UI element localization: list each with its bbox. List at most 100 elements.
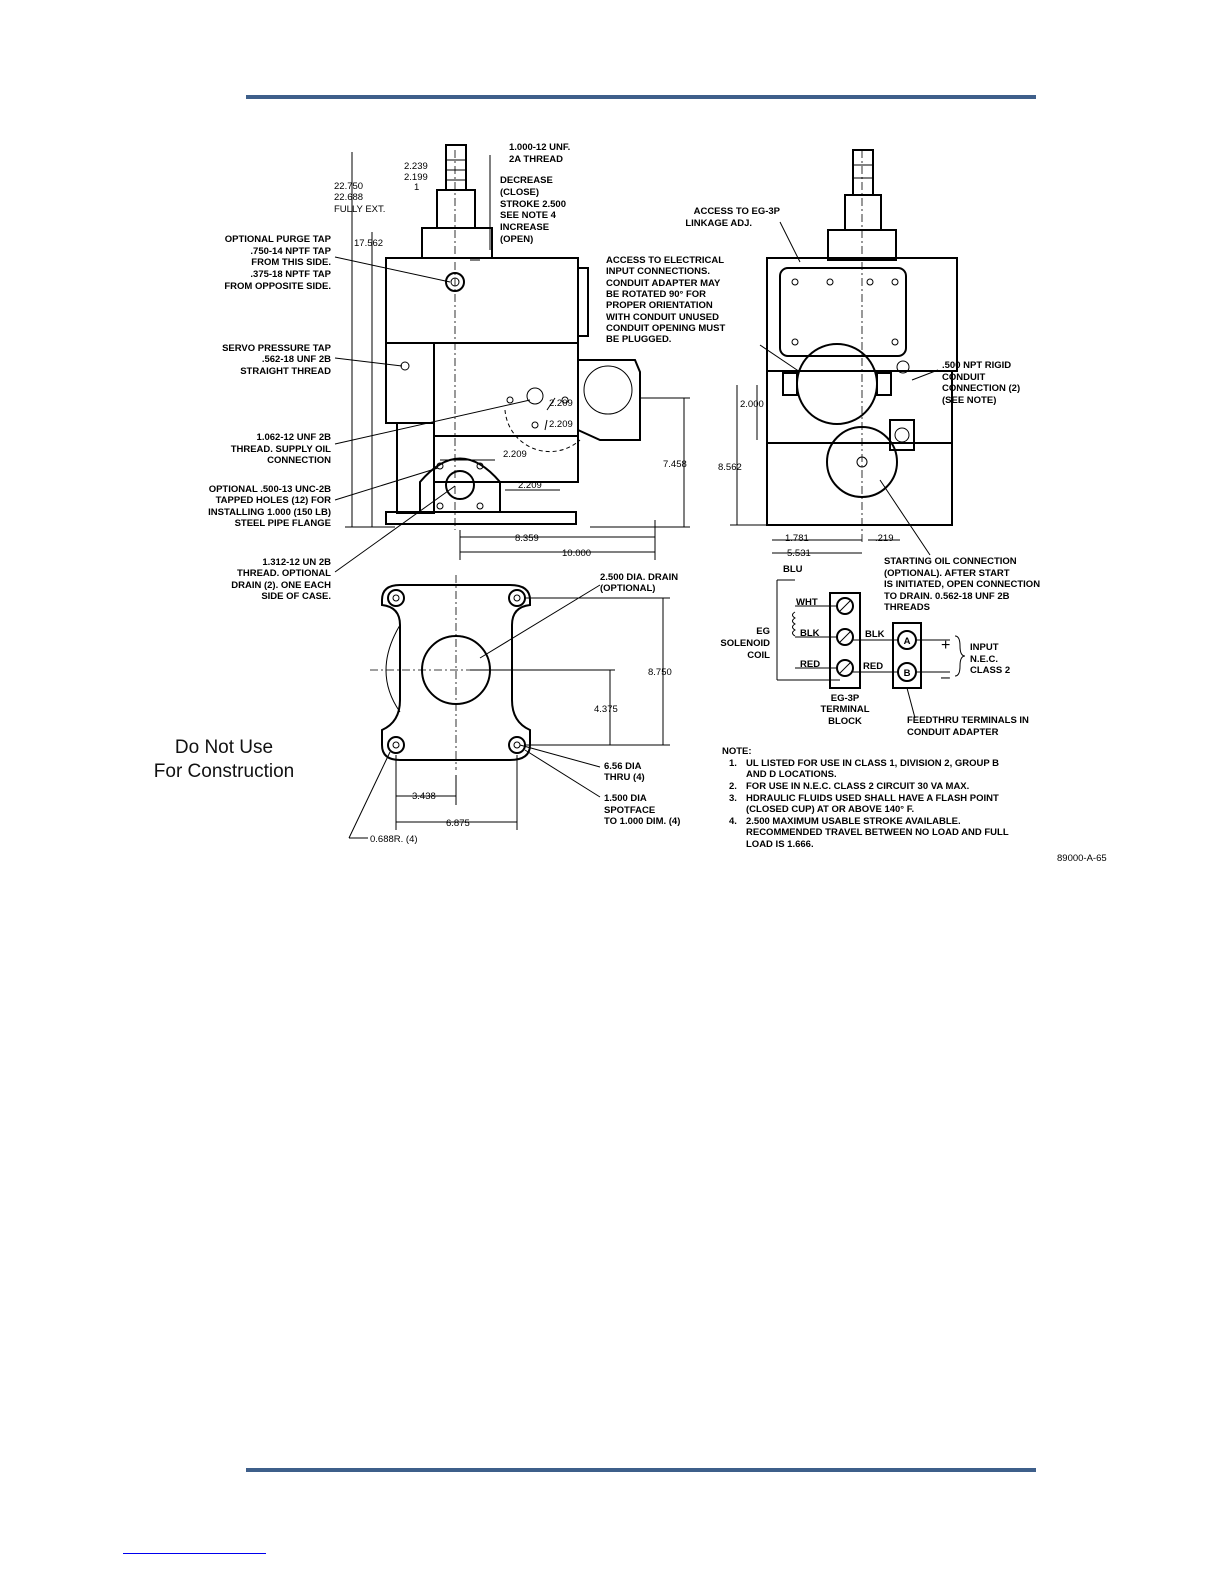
- front-view: [730, 149, 958, 556]
- watermark-line-1: Do Not Use: [175, 737, 273, 758]
- note-1: 1.: [729, 758, 737, 769]
- mount-hole: [387, 736, 405, 754]
- output-shaft: [445, 144, 467, 191]
- callout-electrical: ACCESS TO ELECTRICAL: [606, 255, 724, 266]
- wire-blu: BLU: [783, 564, 803, 575]
- dim-5531: 5.531: [787, 548, 811, 559]
- dim-8562: 8.562: [718, 462, 742, 473]
- callout-top-thread: 1.000-12 UNF.: [509, 142, 570, 153]
- linkage-cover: [779, 267, 907, 357]
- dim-2209-b: 2.209: [549, 419, 573, 430]
- servo-tap: [400, 361, 410, 371]
- flange-boss: [419, 457, 501, 513]
- side-view: [334, 144, 690, 573]
- solenoid-coil: [792, 611, 796, 637]
- svg-text:STARTING OIL CONNECTION(OPTION: STARTING OIL CONNECTION(OPTIONAL). AFTER…: [884, 556, 1040, 613]
- dim-1781: 1.781: [785, 533, 809, 544]
- svg-text:SERVO PRESSURE TAP.562-18 UNF: SERVO PRESSURE TAP.562-18 UNF 2BSTRAIGHT…: [222, 343, 332, 377]
- dim-10000: 10.000: [562, 548, 591, 559]
- top-cover: [421, 227, 493, 259]
- feedthru-label: FEEDTHRU TERMINALS IN: [907, 715, 1029, 726]
- callout-holes: 6.56 DIA: [604, 761, 642, 772]
- supply-oil-boss: [577, 359, 641, 441]
- dim-6875: 6.875: [446, 818, 470, 829]
- wire-red-out: RED: [863, 661, 883, 672]
- base-view: [348, 575, 670, 839]
- footer-rule: [246, 1468, 1036, 1472]
- coil-label: EG: [756, 626, 770, 637]
- callout-starting-oil: STARTING OIL CONNECTION: [884, 556, 1017, 567]
- notes-block: NOTE: 1.UL LISTED FOR USE IN CLASS 1, DI…: [722, 746, 1107, 864]
- dim-3438: 3.438: [412, 791, 436, 802]
- dim-2209-c: 2.209: [503, 449, 527, 460]
- dim-8750: 8.750: [648, 667, 672, 678]
- terminal-block-label: EG-3P: [831, 693, 860, 704]
- callout-drain: 2.500 DIA. DRAIN: [600, 572, 678, 583]
- input-label: INPUT: [970, 642, 999, 653]
- note-3: 3.: [729, 793, 737, 804]
- callout-tapped-holes: OPTIONAL .500-13 UNC-2B: [209, 484, 331, 495]
- dim-7458: 7.458: [663, 459, 687, 470]
- callout-linkage: ACCESS TO EG-3P: [694, 206, 781, 217]
- callout-spotface: 1.500 DIA: [604, 793, 647, 804]
- dim-4375: 4.375: [594, 704, 618, 715]
- dim-fully-ext: FULLY EXT.: [334, 204, 385, 215]
- dim-2239: 2.239: [404, 161, 428, 172]
- base-plate: [381, 584, 531, 761]
- dim-219: .219: [875, 533, 894, 544]
- callout-purge-tap: OPTIONAL PURGE TAP: [225, 234, 332, 245]
- watermark-line-2: For Construction: [154, 761, 294, 782]
- drain-port: [445, 470, 475, 500]
- svg-text:1.UL LISTED FOR USE IN CLASS 1: 1.UL LISTED FOR USE IN CLASS 1, DIVISION…: [729, 758, 999, 780]
- dim-22750: 22.750: [334, 181, 363, 192]
- dim-2209-a: 2.209: [549, 398, 573, 409]
- wire-wht: WHT: [796, 597, 818, 608]
- figure-id: 89000-A-65: [1057, 853, 1107, 864]
- dim-2209-d: 2.209: [518, 480, 542, 491]
- svg-text:2.FOR USE IN N.E.C. CLASS 2 CI: 2.FOR USE IN N.E.C. CLASS 2 CIRCUIT 30 V…: [729, 781, 969, 792]
- callout-servo-tap: SERVO PRESSURE TAP: [222, 343, 332, 354]
- dim-8359: 8.359: [515, 533, 539, 544]
- wire-blk-in: BLK: [800, 628, 820, 639]
- wire-red-in: RED: [800, 659, 820, 670]
- note-2: 2.: [729, 781, 737, 792]
- wire-blk-out: BLK: [865, 629, 885, 640]
- minus-sign: –: [941, 669, 950, 686]
- mount-hole: [508, 589, 526, 607]
- svg-text:1.000-12 UNF.2A THREAD: 1.000-12 UNF.2A THREAD: [509, 142, 570, 165]
- dim-22688: 22.688: [334, 192, 363, 203]
- side-view-labels: 1.000-12 UNF.2A THREAD DECREASE(CLOSE)ST…: [208, 142, 687, 602]
- callout-conduit: .500 NPT RIGID: [942, 360, 1011, 371]
- svg-text:3.HDRAULIC FLUIDS USED SHALL H: 3.HDRAULIC FLUIDS USED SHALL HAVE A FLAS…: [729, 793, 999, 815]
- callout-direction: DECREASE: [500, 175, 553, 186]
- dim-2000: 2.000: [740, 399, 764, 410]
- svg-text:4.2.500 MAXIMUM USABLE STROKE: 4.2.500 MAXIMUM USABLE STROKE AVAILABLE.…: [729, 816, 1009, 850]
- output-shaft-front: [852, 149, 874, 196]
- shaft-housing: [436, 189, 476, 229]
- wiring-diagram: [776, 579, 966, 719]
- footnote-separator: [123, 1553, 266, 1554]
- callout-radius: 0.688R. (4): [370, 834, 418, 845]
- terminal-b-label: B: [904, 668, 911, 679]
- note-4: 4.: [729, 816, 737, 827]
- notes-title: NOTE:: [722, 746, 752, 757]
- dim-17562: 17.562: [354, 238, 383, 249]
- dim-1: 1: [414, 182, 419, 193]
